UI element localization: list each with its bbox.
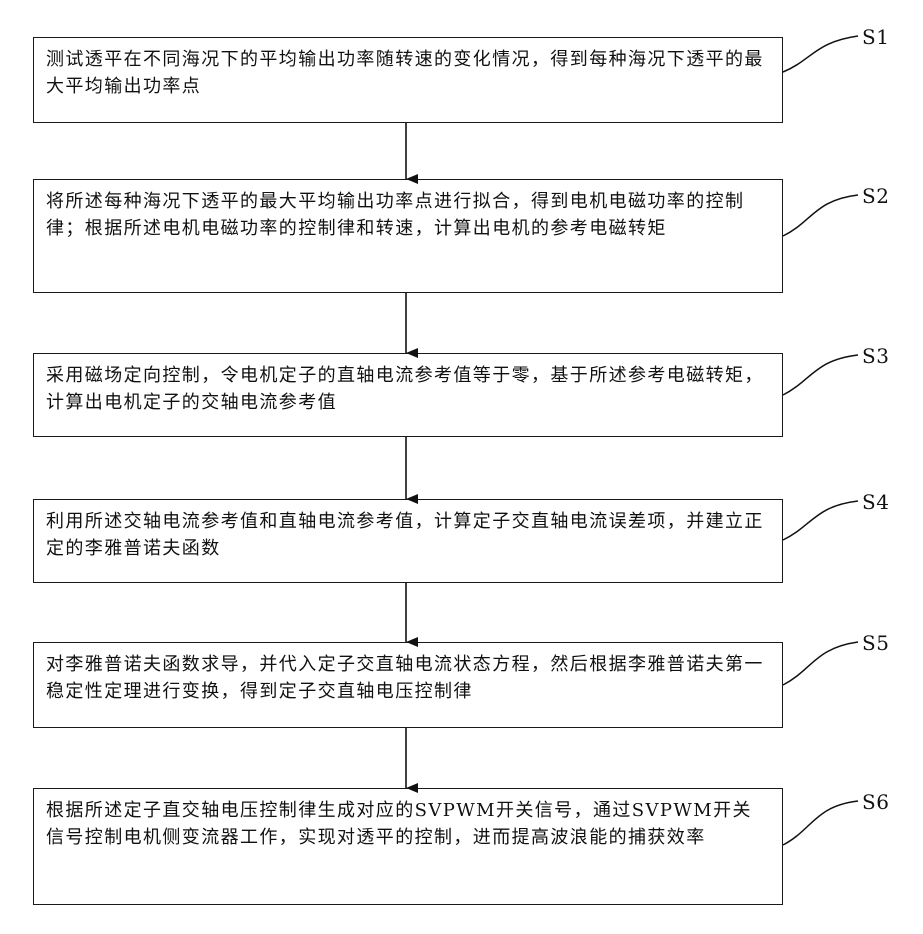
leader-s1 (783, 36, 858, 72)
step-label-s1: S1 (862, 25, 889, 49)
step-label-s2: S2 (862, 184, 889, 208)
step-text-s2: 将所述每种海况下透平的最大平均输出功率点进行拟合，得到电机电磁功率的控制律；根据… (46, 188, 770, 242)
step-box-s6: 根据所述定子直交轴电压控制律生成对应的SVPWM开关信号，通过SVPWM开关信号… (33, 788, 783, 905)
step-text-s4: 利用所述交轴电流参考值和直轴电流参考值，计算定子交直轴电流误差项，并建立正定的李… (46, 508, 770, 562)
leader-s4 (783, 501, 858, 540)
leader-s5 (783, 642, 858, 685)
leader-s2 (783, 195, 858, 236)
step-text-s5: 对李雅普诺夫函数求导，并代入定子交直轴电流状态方程，然后根据李雅普诺夫第一稳定性… (46, 651, 770, 705)
step-text-s1: 测试透平在不同海况下的平均输出功率随转速的变化情况，得到每种海况下透平的最大平均… (46, 46, 770, 100)
step-box-s4: 利用所述交轴电流参考值和直轴电流参考值，计算定子交直轴电流误差项，并建立正定的李… (33, 499, 783, 583)
step-box-s3: 采用磁场定向控制，令电机定子的直轴电流参考值等于零，基于所述参考电磁转矩，计算出… (33, 353, 783, 437)
step-label-s4: S4 (862, 490, 889, 514)
step-box-s1: 测试透平在不同海况下的平均输出功率随转速的变化情况，得到每种海况下透平的最大平均… (33, 37, 783, 123)
step-text-s3: 采用磁场定向控制，令电机定子的直轴电流参考值等于零，基于所述参考电磁转矩，计算出… (46, 362, 770, 416)
leader-s3 (783, 355, 858, 395)
leader-s6 (783, 801, 858, 845)
step-text-s6: 根据所述定子直交轴电压控制律生成对应的SVPWM开关信号，通过SVPWM开关信号… (46, 797, 770, 851)
step-box-s5: 对李雅普诺夫函数求导，并代入定子交直轴电流状态方程，然后根据李雅普诺夫第一稳定性… (33, 642, 783, 728)
step-box-s2: 将所述每种海况下透平的最大平均输出功率点进行拟合，得到电机电磁功率的控制律；根据… (33, 179, 783, 293)
step-label-s6: S6 (862, 790, 889, 814)
step-label-s3: S3 (862, 344, 889, 368)
step-label-s5: S5 (862, 631, 889, 655)
